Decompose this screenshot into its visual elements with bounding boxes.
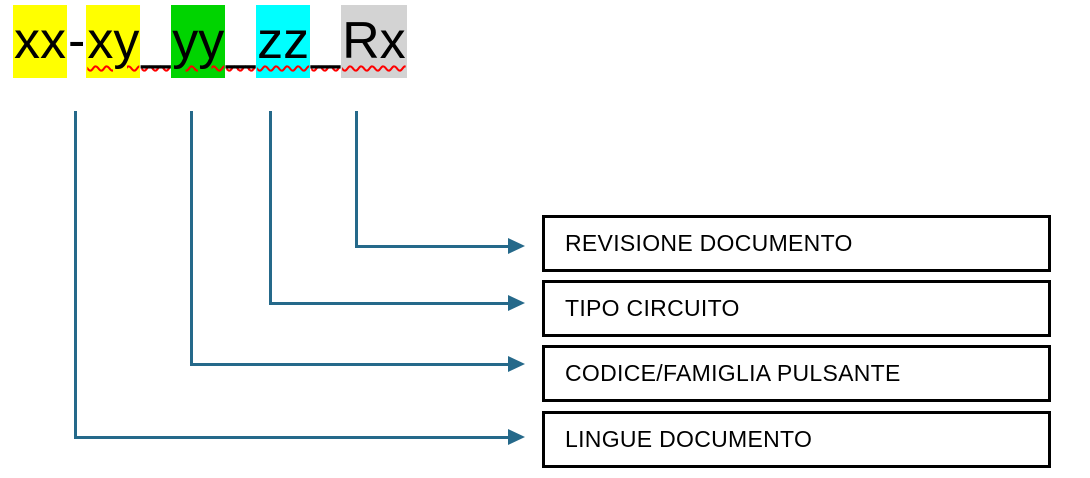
label-box-revisione-documento: REVISIONE DOCUMENTO [542, 215, 1051, 272]
arrow-horizontal-line [355, 245, 509, 248]
arrow-vertical-line [355, 111, 358, 248]
filename-example: xx - xy _ yy _ zz _ Rx [13, 5, 407, 78]
filename-separator-dash: - [68, 12, 86, 70]
arrow-head-icon [508, 429, 525, 445]
arrow-horizontal-line [74, 436, 509, 439]
filename-segment-zz: zz [256, 5, 311, 78]
arrow-vertical-line [269, 111, 272, 305]
arrow-vertical-line [190, 111, 193, 366]
label-text: REVISIONE DOCUMENTO [565, 230, 853, 256]
filename-separator-underscore: _ [311, 12, 341, 70]
arrow-horizontal-line [190, 363, 509, 366]
label-box-codice-famiglia-pulsante: CODICE/FAMIGLIA PULSANTE [542, 345, 1051, 402]
arrow-vertical-line [74, 111, 77, 439]
arrow-horizontal-line [269, 302, 509, 305]
arrow-head-icon [508, 356, 525, 372]
label-text: LINGUE DOCUMENTO [565, 426, 813, 452]
arrow-head-icon [508, 295, 525, 311]
filename-segment-xx: xx [13, 5, 67, 78]
label-text: TIPO CIRCUITO [565, 295, 740, 321]
filename-segment-xy: xy [86, 5, 141, 78]
filename-separator-underscore: _ [226, 12, 256, 70]
filename-segment-rx: Rx [341, 5, 407, 78]
label-box-lingue-documento: LINGUE DOCUMENTO [542, 411, 1051, 468]
filename-separator-underscore: _ [141, 12, 171, 70]
arrow-head-icon [508, 238, 525, 254]
filename-segment-yy: yy [171, 5, 226, 78]
label-box-tipo-circuito: TIPO CIRCUITO [542, 280, 1051, 337]
label-text: CODICE/FAMIGLIA PULSANTE [565, 360, 901, 386]
